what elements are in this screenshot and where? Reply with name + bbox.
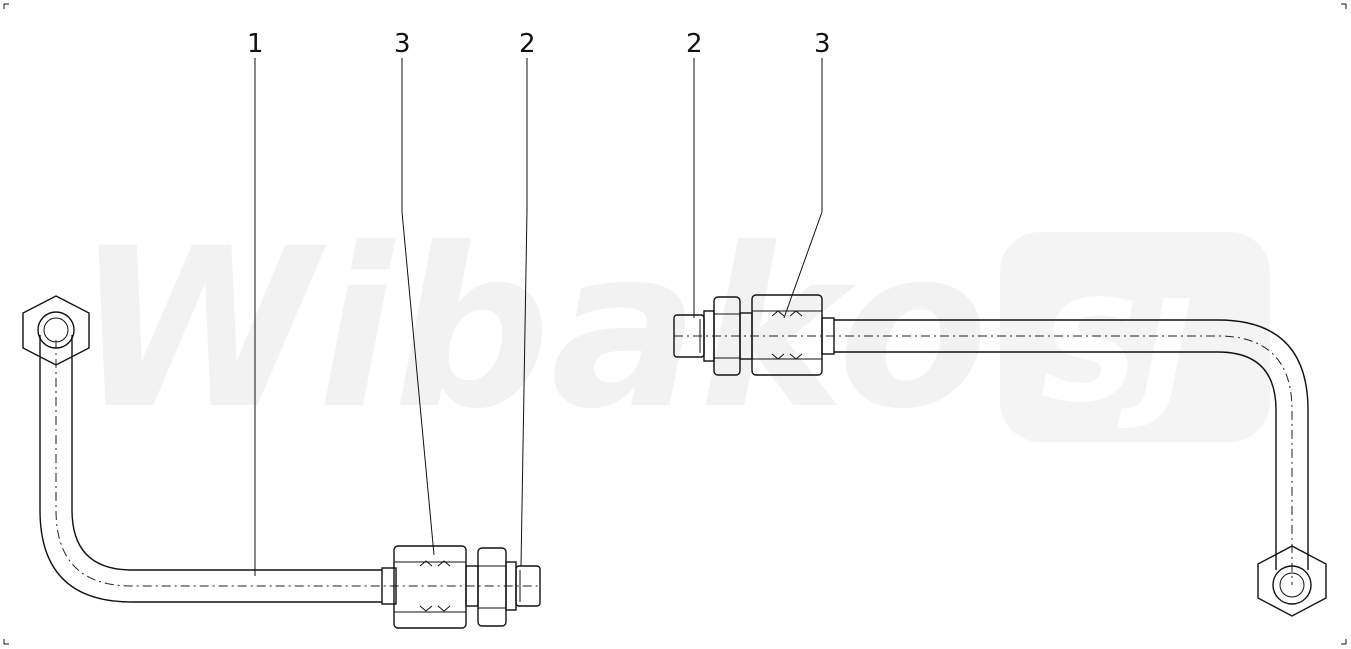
right-pipe — [674, 319, 1309, 585]
left-pipe — [39, 335, 540, 603]
right-end-fitting — [1257, 545, 1327, 617]
watermark-logo: Wibako SJ — [75, 201, 1270, 457]
left-union-nut — [381, 545, 479, 629]
callout-left-1: 1 — [247, 29, 264, 59]
watermark-text: Wibako — [75, 201, 989, 457]
left-lock-nut — [477, 547, 507, 627]
left-leader-lines — [254, 58, 528, 576]
right-pipe-assembly — [673, 294, 1327, 617]
callout-right-3: 3 — [814, 29, 831, 59]
callout-right-2: 2 — [686, 29, 703, 59]
left-adaptor — [505, 561, 541, 611]
left-pipe-assembly — [22, 295, 541, 629]
corner-marks — [3, 3, 1347, 645]
callout-left-2: 2 — [519, 29, 536, 59]
callout-left-3: 3 — [394, 29, 411, 59]
right-leader-lines — [693, 58, 823, 319]
